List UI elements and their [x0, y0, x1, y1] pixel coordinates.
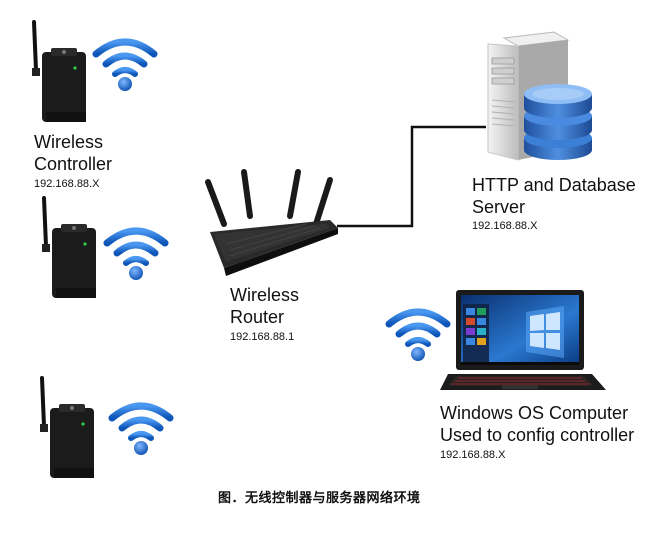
server-name-line1: HTTP and Database	[472, 175, 636, 195]
router-name-line2: Router	[230, 307, 285, 327]
computer-ip: 192.168.88.X	[440, 449, 506, 461]
server-name-line2: Server	[472, 197, 526, 217]
controller-name-line2: Controller	[34, 154, 113, 174]
controller-device-icon	[32, 20, 86, 122]
computer-name-line1: Windows OS Computer	[440, 403, 629, 423]
figure-caption: 图．无线控制器与服务器网络环境	[218, 490, 421, 505]
wifi-icon	[92, 38, 158, 91]
controller-device-icon	[40, 376, 94, 478]
laptop-icon	[440, 290, 606, 390]
router-ip: 192.168.88.1	[230, 331, 295, 343]
wifi-icon	[385, 308, 451, 361]
controller-ip: 192.168.88.X	[34, 178, 100, 190]
database-icon	[524, 84, 592, 160]
wifi-icon	[103, 227, 169, 280]
computer-name-line2: Used to config controller	[440, 425, 635, 445]
wifi-icon	[108, 402, 174, 455]
controller-name-line1: Wireless	[34, 132, 104, 152]
router-name-line1: Wireless	[230, 285, 300, 305]
server-ip: 192.168.88.X	[472, 220, 538, 232]
controller-device-icon	[42, 196, 96, 298]
router-icon	[205, 169, 338, 276]
